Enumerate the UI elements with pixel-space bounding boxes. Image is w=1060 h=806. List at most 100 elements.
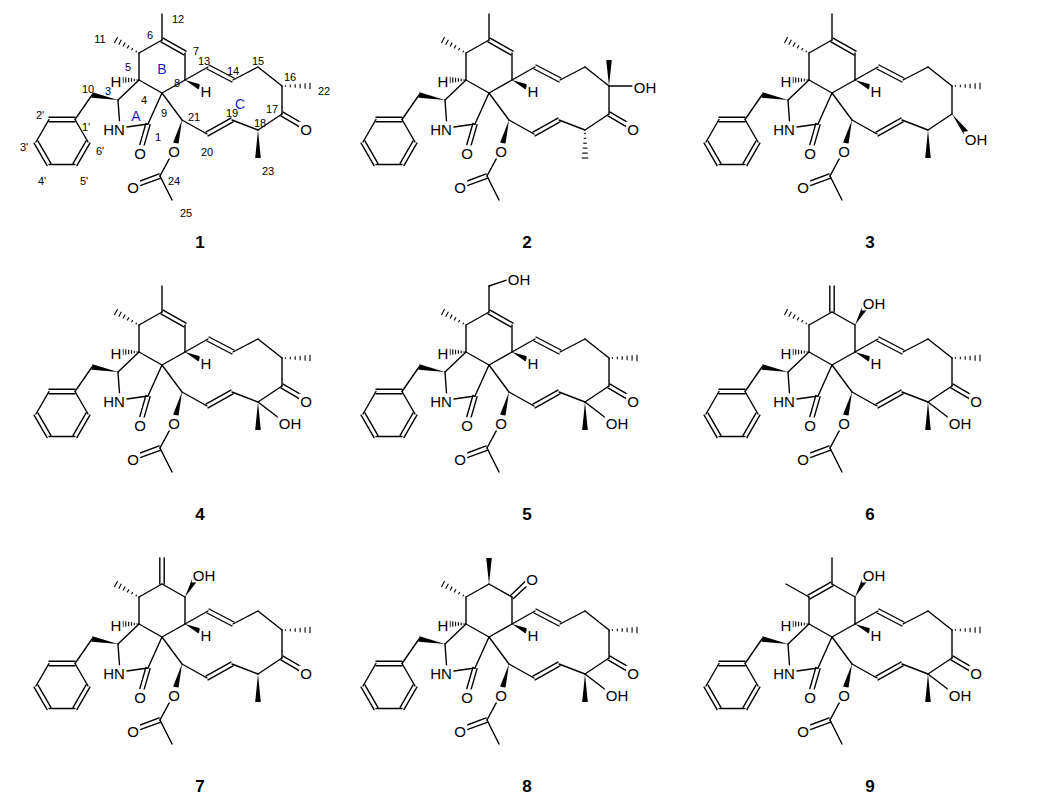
bond-line — [719, 389, 745, 390]
bond-line — [808, 325, 809, 352]
bond-line — [512, 67, 535, 80]
compound-number: 7 — [195, 778, 204, 795]
atom-label: O — [626, 394, 640, 409]
hash-bond — [459, 320, 460, 322]
hash-bond — [290, 85, 291, 88]
bond-line — [745, 392, 758, 415]
wedge-bond — [486, 558, 492, 584]
bond-line — [585, 114, 609, 130]
hash-bond — [789, 40, 792, 45]
bond-line — [609, 85, 632, 86]
bond-line — [160, 720, 172, 744]
bond-line — [232, 664, 258, 674]
bond-line — [487, 156, 498, 176]
bond-line — [281, 358, 282, 386]
hash-bond — [131, 350, 132, 354]
bond-line — [400, 141, 413, 164]
bond-line — [719, 436, 745, 437]
bond-line — [832, 624, 855, 637]
locant-number: 23 — [262, 166, 274, 177]
bond-line — [536, 609, 561, 622]
bond-line — [163, 38, 186, 51]
hash-bond — [295, 356, 296, 360]
hash-bond — [801, 622, 802, 626]
hash-bond — [441, 37, 444, 43]
bond-line — [951, 86, 952, 114]
hash-bond — [295, 628, 296, 632]
atom-label: HN — [772, 394, 796, 409]
atom-label: O — [133, 690, 147, 705]
bond-line — [184, 325, 185, 352]
bond-line — [818, 637, 832, 668]
bond-line — [162, 637, 182, 664]
bond-line — [38, 413, 51, 436]
hash-bond — [461, 623, 462, 626]
hash-bond — [454, 45, 456, 48]
bond-line — [209, 337, 234, 350]
bond-line — [903, 339, 928, 352]
hash-bond — [955, 85, 956, 87]
bond-line — [878, 394, 903, 408]
atom-label: O — [969, 394, 983, 409]
bond-line — [118, 100, 120, 121]
wedge-bond — [255, 402, 261, 430]
bond-line — [209, 609, 234, 622]
locant-number: 16 — [284, 72, 296, 83]
atom-label: O — [299, 394, 313, 409]
locant-number: 19 — [226, 108, 238, 119]
bond-line — [75, 639, 92, 664]
bond-line — [489, 93, 509, 120]
bond-line — [258, 339, 282, 358]
hash-bond — [798, 350, 799, 355]
bond-line — [719, 665, 745, 666]
hash-bond — [300, 356, 301, 361]
bond-line — [808, 582, 831, 595]
atom-label: O — [460, 418, 474, 433]
bond-line — [365, 413, 378, 436]
hash-bond — [290, 629, 291, 632]
bond-line — [487, 176, 499, 200]
bond-line — [466, 624, 489, 637]
bond-line — [903, 611, 928, 624]
wedge-bond — [855, 352, 871, 362]
compound-number: 8 — [522, 778, 531, 795]
hash-bond — [123, 43, 125, 47]
hash-bond — [446, 584, 449, 589]
locant-number: 1 — [155, 132, 161, 143]
hash-bond — [458, 78, 459, 82]
bond-line — [184, 53, 185, 80]
bond-line — [719, 393, 745, 394]
atom-label: H — [200, 628, 213, 643]
atom-label: OH — [192, 568, 217, 583]
atom-label: O — [460, 690, 474, 705]
bond-line — [138, 325, 139, 352]
compound-number: 3 — [865, 234, 874, 251]
hash-bond — [119, 40, 122, 45]
bond-line — [928, 67, 952, 86]
bond-line — [830, 720, 842, 744]
bond-line — [232, 392, 258, 402]
locant-number: 6 — [147, 30, 153, 41]
hash-bond — [300, 84, 301, 89]
atom-label: O — [626, 666, 640, 681]
bond-line — [855, 339, 878, 352]
bond-line — [182, 392, 207, 406]
bond-line — [208, 122, 233, 136]
locant-number: 3' — [20, 142, 28, 153]
bond-line — [489, 624, 512, 637]
locant-number: 15 — [252, 56, 264, 67]
bond-line — [376, 117, 402, 118]
bond-line — [585, 67, 609, 86]
bond-line — [814, 669, 820, 690]
bond-line — [465, 597, 466, 624]
wedge-bond — [419, 92, 446, 100]
hash-bond — [134, 623, 135, 626]
bond-line — [809, 80, 832, 93]
hash-bond — [131, 78, 132, 82]
bond-line — [879, 337, 904, 350]
atom-label: H — [527, 356, 540, 371]
hash-bond — [797, 317, 799, 320]
bond-line — [743, 141, 756, 164]
atom-label: H — [780, 346, 793, 361]
bond-line — [810, 450, 831, 458]
